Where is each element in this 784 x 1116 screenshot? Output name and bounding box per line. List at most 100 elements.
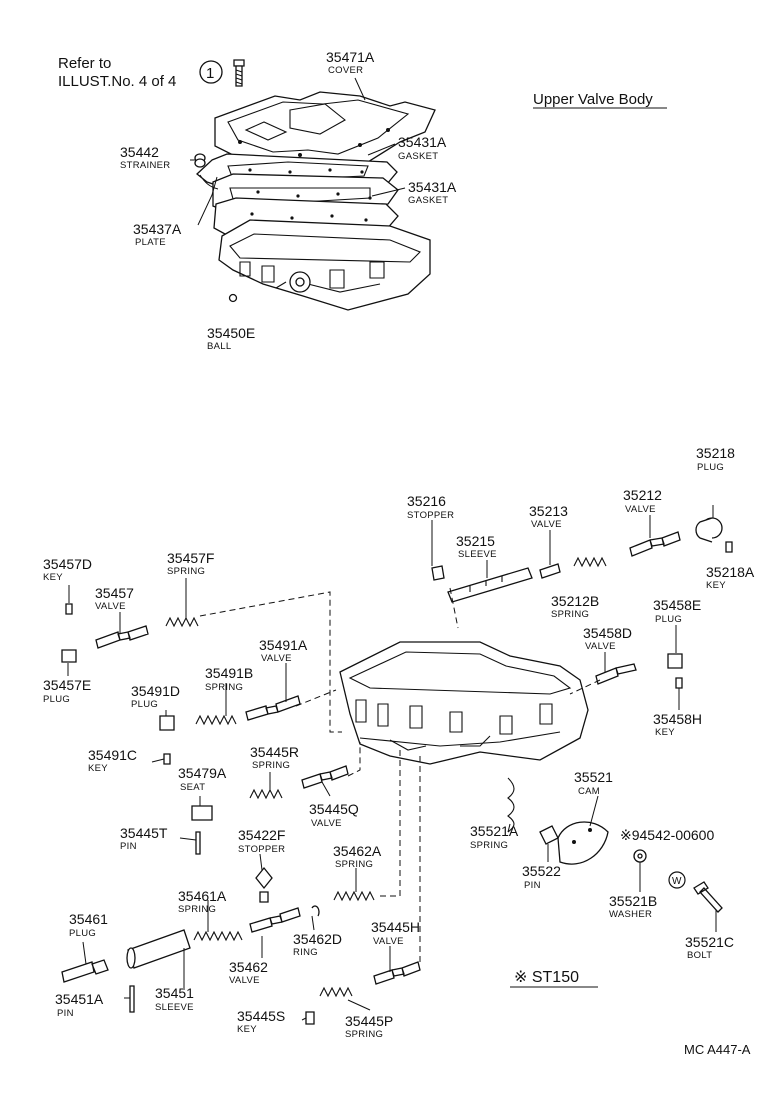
part-number-35462D: 35462D xyxy=(293,931,342,947)
upper-valve-body-drawing xyxy=(218,219,431,311)
part-number-35212B: 35212B xyxy=(551,593,599,609)
part-number-35445T: 35445T xyxy=(120,825,168,841)
part-number-35457: 35457 xyxy=(95,585,134,601)
sleeve-35215-drawing xyxy=(447,567,533,603)
part-number-35458H: 35458H xyxy=(653,711,702,727)
valve-35457-drawing xyxy=(95,625,149,649)
plug-35461-drawing xyxy=(61,959,109,983)
spring-35462A-drawing xyxy=(333,890,375,902)
assembly-dashed-lines xyxy=(199,587,601,962)
part-number-35437A: 35437A xyxy=(133,221,182,237)
part-number-35521C: 35521C xyxy=(685,934,734,950)
lower-leader-lines xyxy=(67,505,717,1021)
diagram-title: Upper Valve Body xyxy=(533,91,653,108)
part-name-35445R: SPRING xyxy=(252,760,290,771)
part-name-35521: CAM xyxy=(578,786,600,797)
spring-35445P-drawing xyxy=(319,986,353,998)
refer-line-2: ILLUST.No. 4 of 4 xyxy=(58,73,176,90)
part-number-35457E: 35457E xyxy=(43,677,91,693)
key-35218A-drawing xyxy=(725,541,733,553)
part-number-35491A: 35491A xyxy=(259,637,308,653)
part-number-35491B: 35491B xyxy=(205,665,253,681)
plug-35218-drawing xyxy=(695,517,723,543)
part-name-35213: VALVE xyxy=(531,519,562,530)
refer-circle-marker: 1 xyxy=(199,60,223,84)
part-number-35457D: 35457D xyxy=(43,556,92,572)
part-name-35462D: RING xyxy=(293,947,318,958)
part-number-35212: 35212 xyxy=(623,487,662,503)
valve-35491A-drawing xyxy=(245,695,301,721)
cam-35521-drawing xyxy=(557,821,609,865)
part-number-35521: 35521 xyxy=(574,769,613,785)
part-number-35445P: 35445P xyxy=(345,1013,393,1029)
seat-35479A-drawing xyxy=(191,805,213,821)
part-number-35445S: 35445S xyxy=(237,1008,285,1024)
part-number-35451: 35451 xyxy=(155,985,194,1001)
part-number-35215: 35215 xyxy=(456,533,495,549)
part-name-35431A-1: GASKET xyxy=(398,151,438,162)
part-number-35457F: 35457F xyxy=(167,550,214,566)
valve-35458D-drawing xyxy=(595,663,637,685)
refer-bolt-drawing xyxy=(233,59,245,87)
bolt-35521C-drawing xyxy=(693,881,723,913)
part-name-35451: SLEEVE xyxy=(155,1002,194,1013)
part-number-35445H: 35445H xyxy=(371,919,420,935)
part-name-35491B: SPRING xyxy=(205,682,243,693)
part-name-35458D: VALVE xyxy=(585,641,616,652)
pin-35451A-drawing xyxy=(129,985,135,1013)
part-name-35212B: SPRING xyxy=(551,609,589,620)
key-35457D-drawing xyxy=(65,603,73,615)
part-number-35491D: 35491D xyxy=(131,683,180,699)
part-name-35445Q: VALVE xyxy=(311,818,342,829)
part-name-35522: PIN xyxy=(524,880,541,891)
stopper-35422F-drawing xyxy=(255,866,273,903)
st150-note: ※ ST150 xyxy=(514,969,579,986)
part-name-35218: PLUG xyxy=(697,462,724,473)
part-number-35471A: 35471A xyxy=(326,49,375,65)
stopper-35216-drawing xyxy=(431,565,445,581)
part-number-35458D: 35458D xyxy=(583,625,632,641)
spring-35521A-drawing xyxy=(507,777,515,833)
pin-35522-drawing xyxy=(539,825,559,845)
part-number-94542-00600: ※94542-00600 xyxy=(620,827,714,843)
part-number-35458E: 35458E xyxy=(653,597,701,613)
valve-35445H-drawing xyxy=(373,961,421,985)
spring-35457F-drawing xyxy=(165,616,199,628)
part-number-35462A: 35462A xyxy=(333,843,382,859)
part-number-35431A-2: 35431A xyxy=(408,179,457,195)
part-name-35445S: KEY xyxy=(237,1024,257,1035)
pin-35445T-drawing xyxy=(195,831,201,855)
spring-35461A-drawing xyxy=(193,930,243,942)
part-name-35215: SLEEVE xyxy=(458,549,497,560)
key-35458H-drawing xyxy=(675,677,683,689)
plug-35458E-drawing xyxy=(667,653,683,669)
part-name-35437A: PLATE xyxy=(135,237,166,248)
part-number-35521B: 35521B xyxy=(609,893,657,909)
part-number-35450E: 35450E xyxy=(207,325,255,341)
part-name-35479A: SEAT xyxy=(180,782,205,793)
part-number-35216: 35216 xyxy=(407,493,446,509)
lower-valve-body-drawing xyxy=(339,641,589,765)
part-number-35445Q: 35445Q xyxy=(309,801,359,817)
spring-35212B-drawing xyxy=(573,556,607,568)
part-name-35442: STRAINER xyxy=(120,160,170,171)
key-35491C-drawing xyxy=(163,753,171,765)
part-name-35491A: VALVE xyxy=(261,653,292,664)
part-number-35422F: 35422F xyxy=(238,827,285,843)
part-name-35445T: PIN xyxy=(120,841,137,852)
part-name-35521A: SPRING xyxy=(470,840,508,851)
w-marker-letter: W xyxy=(672,876,682,887)
w-marker: W xyxy=(668,871,686,889)
refer-line-1: Refer to xyxy=(58,55,111,72)
part-name-35212: VALVE xyxy=(625,504,656,515)
part-number-35218: 35218 xyxy=(696,445,735,461)
part-number-35491C: 35491C xyxy=(88,747,137,763)
part-number-35445R: 35445R xyxy=(250,744,299,760)
part-name-35491C: KEY xyxy=(88,763,108,774)
part-number-35461: 35461 xyxy=(69,911,108,927)
strainer-drawing xyxy=(194,153,206,168)
part-number-35451A: 35451A xyxy=(55,991,104,1007)
ball-drawing xyxy=(228,293,238,303)
diagram-code: MC A447-A xyxy=(684,1042,751,1057)
